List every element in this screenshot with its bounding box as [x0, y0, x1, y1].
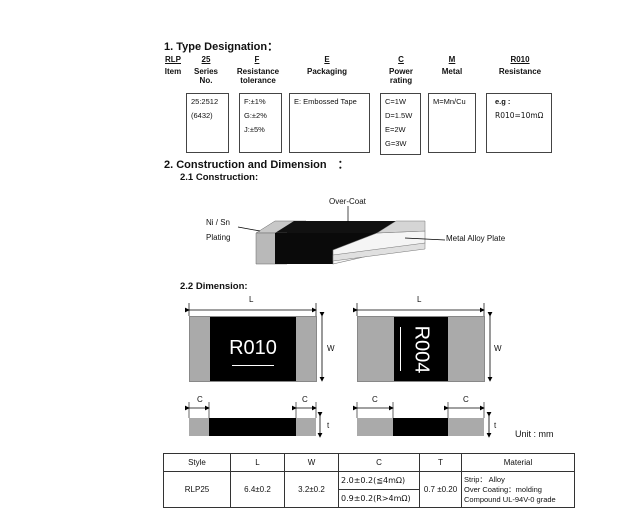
resistance-line: R010=10mΩ	[495, 111, 544, 120]
dim-label-C: C	[463, 395, 469, 404]
header-packaging: Packaging	[306, 67, 347, 76]
metal-line: M=Mn/Cu	[433, 97, 466, 106]
tolerance-line: F:±1%	[244, 97, 266, 106]
tolerance-box: F:±1% G:±2% J:±5%	[239, 93, 282, 153]
power-line: D=1.5W	[385, 111, 413, 120]
end-terminal	[296, 317, 316, 381]
end-terminal	[448, 418, 484, 436]
cell-style: RLP25	[163, 471, 231, 508]
unit-label: Unit : mm	[515, 429, 554, 439]
dim-label-C: C	[372, 395, 378, 404]
th-W: W	[284, 453, 339, 472]
header-item: Item	[164, 67, 182, 76]
cell-W: 3.2±0.2	[284, 471, 339, 508]
resistor-body	[394, 317, 448, 381]
tolerance-line: J:±5%	[244, 125, 265, 134]
resistor-top-view-right: R004	[357, 316, 485, 382]
th-T: T	[419, 453, 462, 472]
dim-label-L-right: L	[417, 295, 422, 304]
resistor-top-view-left: R010	[189, 316, 317, 382]
subsection-construction: 2.1 Construction:	[180, 172, 259, 183]
marking-r010: R010	[229, 337, 277, 359]
power-line: E=2W	[385, 125, 406, 134]
material-line: Over Coating：molding	[464, 484, 542, 494]
resistance-line: e.g :	[495, 97, 511, 106]
code-metal: M	[448, 55, 456, 64]
header-resistance: Resistance	[498, 67, 542, 76]
end-terminal	[358, 317, 394, 381]
cell-C1: 2.0±0.2(≦4mΩ)	[338, 471, 420, 490]
end-terminal	[190, 317, 210, 381]
subsection-dimension: 2.2 Dimension:	[180, 281, 248, 292]
dim-label-t-right: t	[494, 421, 497, 430]
cell-C2: 0.9±0.2(R>4mΩ)	[338, 489, 420, 508]
end-terminal	[296, 418, 316, 436]
code-tolerance: F	[254, 55, 260, 64]
material-line: Compound UL-94V-0 grade	[464, 494, 556, 504]
dim-label-C: C	[302, 395, 308, 404]
series-line: (6432)	[191, 111, 213, 120]
end-terminal	[448, 317, 484, 381]
code-resistance: R010	[510, 55, 530, 64]
resistor-side-view-left	[189, 418, 316, 436]
table-header-row: Style L W C T Material	[163, 453, 575, 472]
header-metal: Metal	[441, 67, 463, 76]
resistor-body	[393, 418, 448, 436]
table-row: RLP25 6.4±0.2 3.2±0.2 2.0±0.2(≦4mΩ) 0.7 …	[163, 471, 575, 508]
dim-label-t-left: t	[327, 421, 330, 430]
dim-label-L-left: L	[249, 295, 254, 304]
power-line: G=3W	[385, 139, 407, 148]
marking-underline	[232, 365, 274, 366]
code-series: 25	[201, 55, 211, 64]
resistor-side-view-right	[357, 418, 484, 436]
header-power: Power rating	[388, 67, 413, 85]
th-style: Style	[163, 453, 231, 472]
packaging-box: E: Embossed Tape	[289, 93, 370, 153]
metal-box: M=Mn/Cu	[428, 93, 476, 153]
header-tolerance: Resistance tolerance	[236, 67, 280, 85]
code-item: RLP	[165, 55, 181, 64]
dim-label-W-left: W	[327, 344, 335, 353]
section-title-type-designation: 1. Type Designation：	[164, 41, 279, 53]
section-title-construction-dimension: 2. Construction and Dimension ：	[164, 159, 349, 171]
label-metal-alloy-plate: Metal Alloy Plate	[446, 234, 506, 243]
marking-underline	[400, 327, 401, 371]
table-row: 0.9±0.2(R>4mΩ)	[164, 489, 575, 508]
series-line: 25:2512	[191, 97, 219, 106]
material-line: Strip： Alloy	[464, 474, 505, 484]
tolerance-line: G:±2%	[244, 111, 267, 120]
cell-T: 0.7 ±0.20	[419, 471, 462, 508]
resistor-body	[210, 317, 296, 381]
th-C: C	[338, 453, 420, 472]
th-L: L	[230, 453, 285, 472]
label-ni-sn: Ni / Sn	[206, 218, 231, 227]
label-over-coat: Over-Coat	[329, 197, 366, 206]
cell-material: Strip： Alloy Over Coating：molding Compou…	[461, 471, 575, 508]
label-plating: Plating	[206, 233, 231, 242]
dim-label-W-right: W	[494, 344, 502, 353]
power-line: C=1W	[385, 97, 407, 106]
dim-label-C: C	[197, 395, 203, 404]
power-box: C=1W D=1.5W E=2W G=3W	[380, 93, 421, 155]
code-packaging: E	[324, 55, 330, 64]
th-material: Material	[461, 453, 575, 472]
end-terminal	[357, 418, 393, 436]
header-series: Series No.	[193, 67, 219, 85]
packaging-line: E: Embossed Tape	[294, 97, 357, 106]
resistor-body	[209, 418, 296, 436]
code-power: C	[398, 55, 404, 64]
resistance-box: e.g : R010=10mΩ	[486, 93, 552, 153]
end-terminal	[189, 418, 209, 436]
spec-table: Style L W C T Material RLP25 6.4±0.2 3.2…	[163, 453, 575, 508]
series-box: 25:2512 (6432)	[186, 93, 229, 153]
cell-L: 6.4±0.2	[230, 471, 285, 508]
